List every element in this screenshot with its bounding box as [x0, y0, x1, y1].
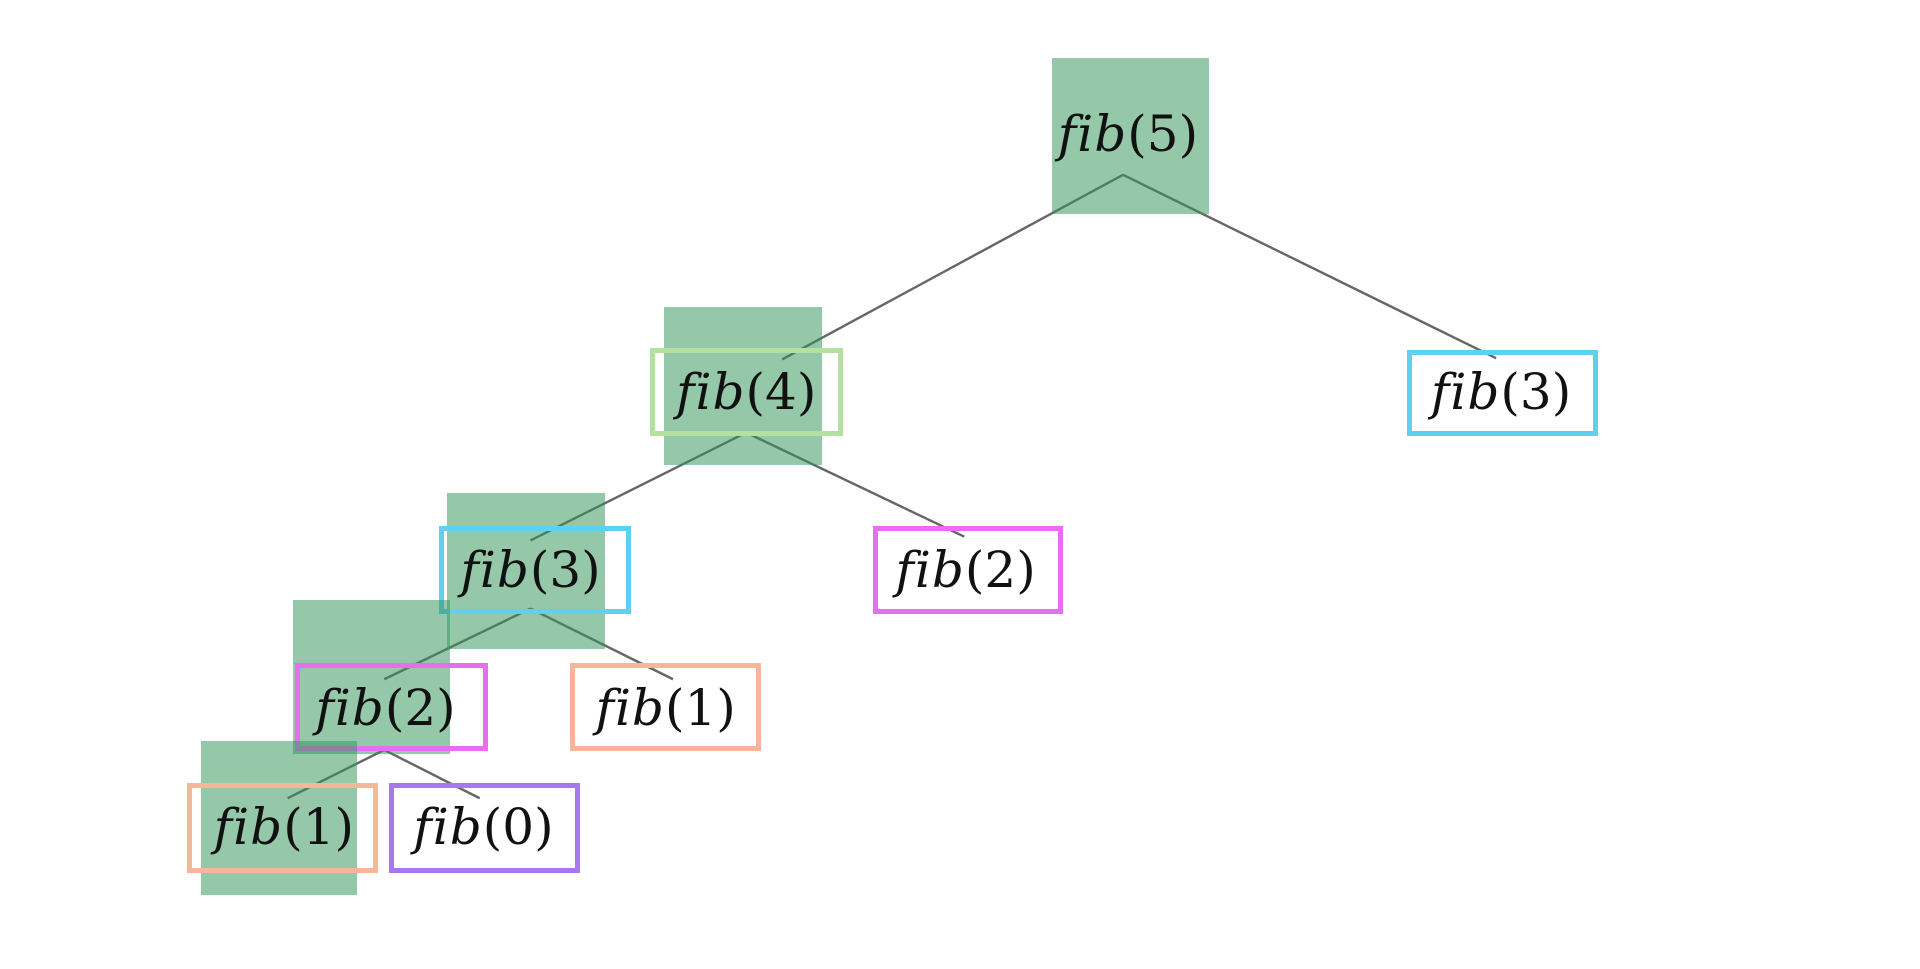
node-outline	[649, 348, 843, 437]
node-argument: (2)	[964, 541, 1036, 600]
node-highlight	[1052, 58, 1209, 215]
node-function-name: fib	[895, 541, 965, 600]
node-argument: (1)	[283, 797, 355, 856]
node-highlight	[447, 493, 605, 650]
node-label: fib(1)	[214, 802, 354, 852]
node-outline	[295, 663, 489, 752]
node-label: fib(4)	[676, 367, 816, 417]
node-argument: (0)	[482, 797, 554, 856]
node-argument: (3)	[1500, 362, 1572, 421]
node-label: fib(2)	[315, 683, 455, 733]
node-highlight	[292, 599, 450, 754]
node-argument: (5)	[1127, 104, 1199, 163]
node-label: fib(3)	[1431, 367, 1571, 417]
node-argument: (4)	[745, 362, 817, 421]
node-outline	[187, 783, 379, 873]
node-function-name: fib	[1430, 362, 1501, 421]
node-label: fib(3)	[460, 545, 600, 595]
edge-n6-n9	[383, 748, 481, 800]
node-label: fib(1)	[595, 683, 735, 733]
node-function-name: fib	[413, 797, 483, 856]
node-argument: (1)	[664, 678, 736, 737]
node-function-name: fib	[676, 362, 746, 421]
node-function-name: fib	[1057, 104, 1128, 163]
node-highlight	[664, 307, 822, 465]
node-function-name: fib	[213, 797, 284, 856]
node-argument: (3)	[529, 541, 601, 600]
node-outline	[872, 525, 1064, 614]
node-label: fib(5)	[1058, 109, 1198, 159]
node-function-name: fib	[595, 678, 665, 737]
node-outline	[438, 525, 631, 614]
node-function-name: fib	[315, 678, 385, 737]
node-label: fib(2)	[895, 545, 1035, 595]
node-function-name: fib	[460, 541, 530, 600]
node-outline	[1406, 349, 1598, 437]
node-outline	[389, 783, 581, 873]
node-label: fib(0)	[413, 802, 553, 852]
node-argument: (2)	[384, 678, 456, 737]
node-outline	[570, 663, 762, 752]
